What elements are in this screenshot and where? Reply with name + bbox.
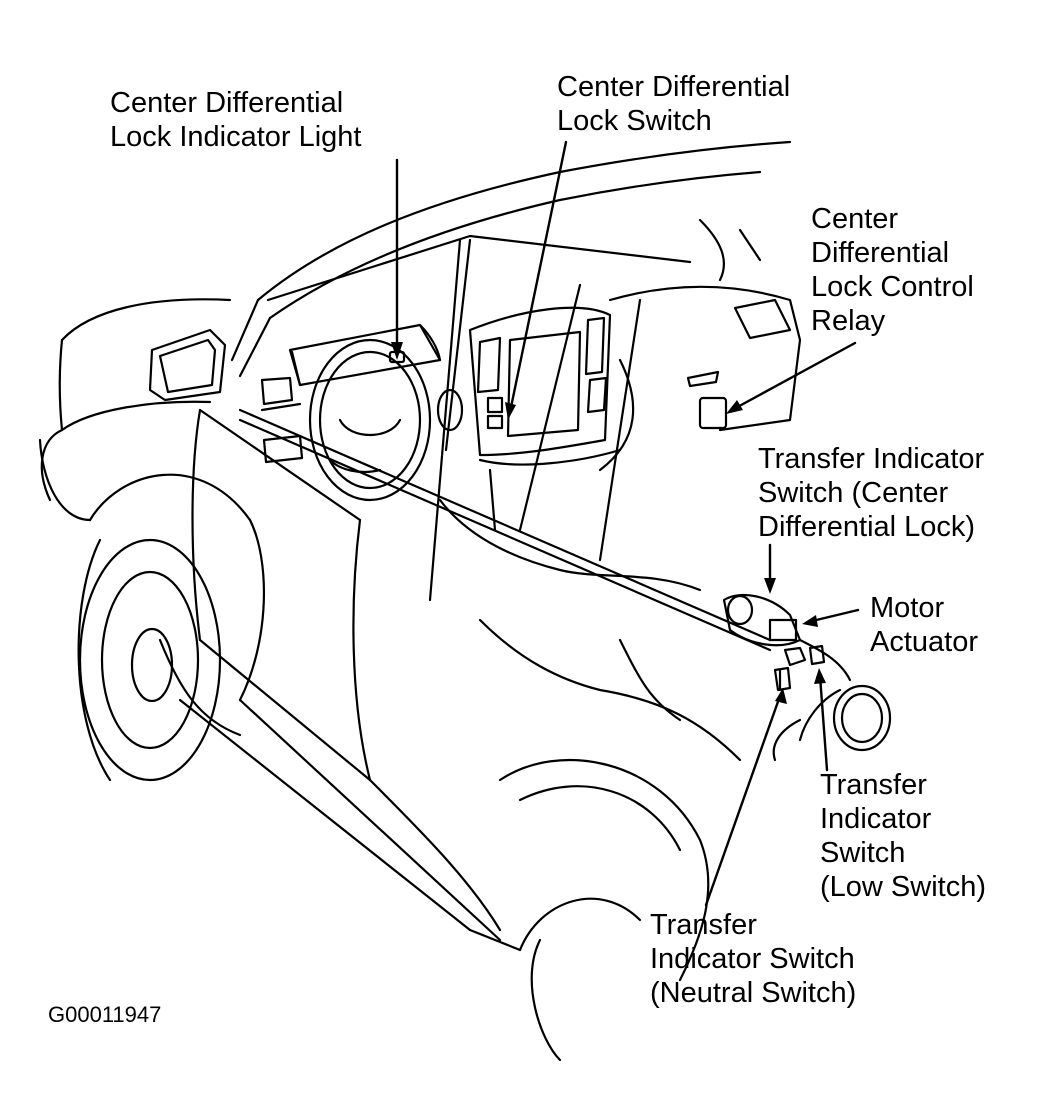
callout-line: Transfer Indicator	[758, 443, 985, 475]
callout-line: (Low Switch)	[820, 871, 986, 903]
callout-line: Transfer	[650, 909, 757, 941]
center-console	[468, 306, 622, 532]
steering-wheel	[308, 338, 464, 502]
callout-line: Indicator Switch	[650, 943, 855, 975]
callout-motor-actuator: Motor Actuator	[870, 591, 978, 659]
callout-line: Actuator	[870, 626, 978, 658]
callout-line: Switch	[820, 837, 906, 869]
callout-center-differential-lock-control-relay: Center Differential Lock Control Relay	[811, 202, 974, 338]
transfer-case-assembly	[722, 593, 892, 762]
callout-transfer-indicator-switch-neutral-switch: Transfer Indicator Switch (Neutral Switc…	[650, 908, 856, 1010]
passenger-dash	[598, 218, 802, 472]
callout-line: Transfer	[820, 769, 927, 801]
callout-transfer-indicator-switch-low-switch: Transfer Indicator Switch (Low Switch)	[820, 768, 986, 904]
callout-line: Lock Switch	[557, 105, 712, 137]
callout-center-differential-lock-switch: Center Differential Lock Switch	[557, 70, 790, 138]
vehicle-body-outline	[38, 140, 792, 1062]
callout-line: (Neutral Switch)	[650, 977, 857, 1009]
callout-line: Center	[811, 203, 899, 235]
callout-transfer-indicator-switch-center-differential-lock: Transfer Indicator Switch (Center Differ…	[758, 442, 984, 544]
leader-arrowheads	[391, 342, 826, 704]
floor-and-tunnel	[438, 498, 742, 762]
callout-center-differential-lock-indicator-light: Center Differential Lock Indicator Light	[110, 86, 361, 154]
callout-line: Lock Indicator Light	[110, 121, 362, 153]
callout-line: Indicator	[820, 803, 932, 835]
callout-line: Center Differential	[557, 71, 791, 103]
instrument-panel	[260, 323, 442, 464]
side-mirror	[148, 328, 227, 402]
callout-line: Switch (Center	[758, 477, 949, 509]
callout-line: Differential Lock)	[758, 511, 976, 543]
callout-line: Motor	[870, 592, 945, 624]
callout-line: Relay	[811, 305, 886, 337]
figure-id: G00011947	[48, 1002, 162, 1027]
callout-line: Center Differential	[110, 87, 344, 119]
callout-line: Lock Control	[811, 271, 974, 303]
callout-line: Differential	[811, 237, 950, 269]
leader-lines	[395, 140, 860, 907]
